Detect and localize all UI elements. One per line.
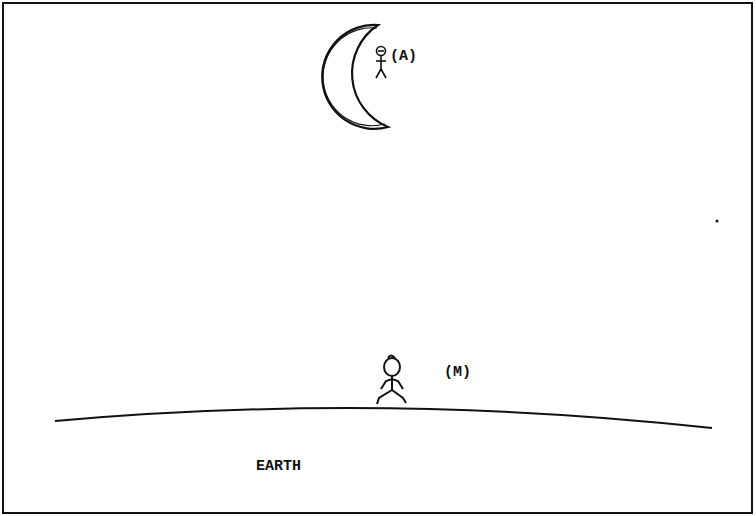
moon-crescent — [322, 25, 388, 129]
man-figure — [377, 356, 406, 405]
planet-label: EARTH — [256, 459, 301, 474]
moon-crescent-inner — [323, 28, 385, 126]
astronaut-figure — [376, 47, 386, 79]
figure-label: (M) — [444, 365, 471, 380]
figure-label: (A) — [390, 49, 417, 64]
speck — [716, 220, 719, 223]
frame-border — [3, 3, 752, 513]
earth-surface — [55, 408, 712, 428]
